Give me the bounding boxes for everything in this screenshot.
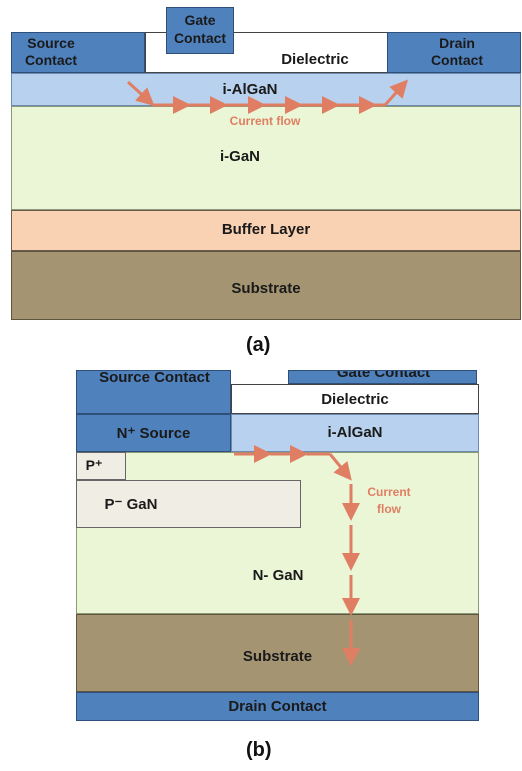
gan-layer-a [11,106,521,210]
dielectric-b [231,384,479,414]
gate-contact-a [166,7,234,54]
caption-a: (a) [246,334,271,356]
source-contact-b-label: Source Contact [99,370,210,386]
dielectric-b-label: Dielectric [321,391,389,408]
source-contact-b: Source Contact [76,370,231,414]
n-gan-layer-b [76,452,479,614]
gate-contact-a-label: Gate Contact [173,12,227,46]
substrate-b [76,614,479,692]
algan-layer-b-label: i-AlGaN [327,424,383,441]
current-flow-a-label: Current flow [229,114,301,128]
algan-layer-b [231,414,479,452]
p-plus-region-b-label: P⁺ [85,457,103,473]
current-flow-b-label: Current flow [367,485,411,516]
caption-b: (b) [246,739,272,761]
gate-contact-b: Gate Contact [288,370,477,384]
buffer-layer-a-label: Buffer Layer [221,221,311,238]
dielectric-a-label: Dielectric [281,51,349,68]
substrate-a [11,251,521,320]
p-minus-gan-region-b [76,480,301,528]
n-gan-layer-b-label: N- GaN [252,567,304,584]
algan-layer-a-label: i-AlGaN [222,81,278,98]
drain-contact-a [387,32,521,73]
substrate-a-label: Substrate [231,280,301,297]
gan-layer-a-label: i-GaN [219,148,260,165]
n-plus-source-b [76,414,231,452]
gate-contact-b-label: Gate Contact [336,370,431,381]
source-contact-a-label: Source Contact [24,35,78,68]
current-flow-arrow-a [126,79,409,114]
drain-contact-b [76,692,479,721]
p-minus-gan-region-b-label: P⁻ GaN [104,496,158,513]
drain-contact-a-label: Drain Contact [430,35,484,68]
source-contact-a [11,32,145,73]
substrate-b-label: Substrate [242,648,313,665]
buffer-layer-a [11,210,521,251]
p-plus-region-b [76,452,126,480]
drain-contact-b-label: Drain Contact [228,698,327,715]
n-plus-source-b-label: N⁺ Source [116,425,191,442]
current-flow-arrow-b [234,445,360,666]
